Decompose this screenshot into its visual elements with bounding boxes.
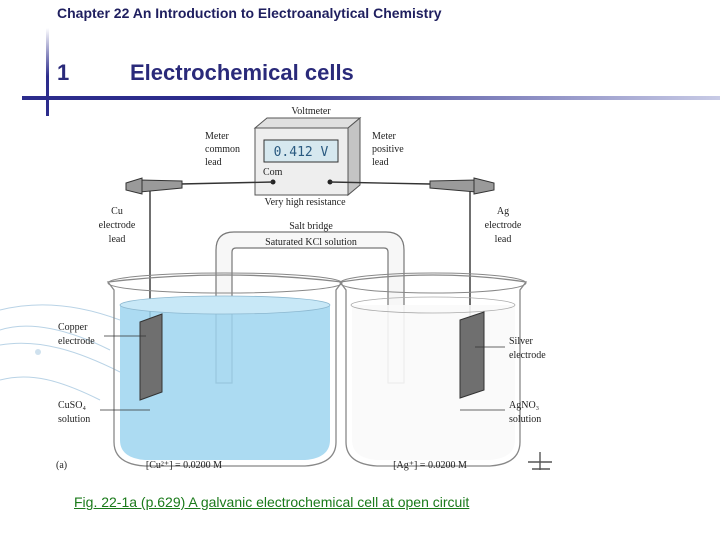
svg-text:positive: positive — [372, 144, 404, 155]
kcl-label: Saturated KCl solution — [265, 237, 357, 248]
meter-common-lead-label: Meter common lead — [205, 131, 240, 168]
svg-text:Copper: Copper — [58, 322, 88, 333]
svg-text:solution: solution — [58, 414, 90, 425]
svg-text:Meter: Meter — [205, 131, 230, 142]
svg-text:lead: lead — [205, 157, 222, 168]
cu-alligator-clip — [125, 177, 183, 195]
figure-caption[interactable]: Fig. 22-1a (p.629) A galvanic electroche… — [74, 494, 470, 510]
svg-text:electrode: electrode — [509, 350, 546, 361]
svg-text:Silver: Silver — [509, 336, 534, 347]
svg-text:lead: lead — [495, 234, 512, 245]
svg-text:Cu: Cu — [111, 206, 123, 217]
ag-concentration-label: [Ag⁺] = 0.0200 M — [393, 460, 467, 471]
section-number: 1 — [57, 60, 70, 85]
svg-text:electrode: electrode — [99, 220, 136, 231]
accent-vertical-bar — [46, 28, 49, 116]
silver-electrode-label: Silver electrode — [509, 336, 546, 361]
cuso4-solution-label: CuSO₄ solution — [58, 400, 90, 425]
cu-concentration-label: [Cu²⁺] = 0.0200 M — [146, 460, 222, 471]
ag-electrode-lead-label: Ag electrode lead — [485, 206, 522, 245]
electrochemical-cell-diagram: 0.412 V Voltmeter Com Very high resistan… — [0, 106, 552, 471]
svg-text:solution: solution — [509, 414, 541, 425]
com-label: Com — [263, 167, 283, 178]
svg-text:Ag: Ag — [497, 206, 509, 217]
agno3-solution-label: AgNO₃ solution — [509, 400, 541, 425]
svg-text:lead: lead — [372, 157, 389, 168]
svg-text:electrode: electrode — [58, 336, 95, 347]
section-title: Electrochemical cells — [130, 60, 354, 85]
ag-alligator-clip — [429, 177, 495, 195]
voltmeter: 0.412 V — [253, 116, 362, 197]
voltmeter-label: Voltmeter — [291, 106, 331, 117]
cu-electrode-lead-label: Cu electrode lead — [99, 206, 136, 245]
silver-electrode — [459, 311, 485, 399]
voltmeter-reading: 0.412 V — [274, 145, 329, 160]
accent-horizontal-bar — [22, 96, 720, 100]
copper-electrode-label: Copper electrode — [58, 322, 95, 347]
svg-text:CuSO₄: CuSO₄ — [58, 400, 86, 411]
svg-text:electrode: electrode — [485, 220, 522, 231]
decorative-swirls — [0, 304, 121, 401]
svg-text:Meter: Meter — [372, 131, 397, 142]
salt-bridge-label: Salt bridge — [289, 221, 333, 232]
lead-wires — [149, 181, 471, 320]
svg-text:common: common — [205, 144, 240, 155]
cu-beaker — [106, 272, 344, 467]
stand-icon — [528, 452, 552, 470]
svg-text:AgNO₃: AgNO₃ — [509, 400, 539, 411]
chapter-title: Chapter 22 An Introduction to Electroana… — [57, 5, 442, 21]
svg-text:lead: lead — [109, 234, 126, 245]
meter-positive-lead-label: Meter positive lead — [372, 131, 404, 168]
panel-label: (a) — [56, 460, 67, 471]
copper-electrode — [139, 313, 163, 401]
high-resistance-label: Very high resistance — [264, 197, 346, 208]
voltmeter-display — [263, 139, 339, 163]
ag-beaker — [338, 272, 528, 467]
